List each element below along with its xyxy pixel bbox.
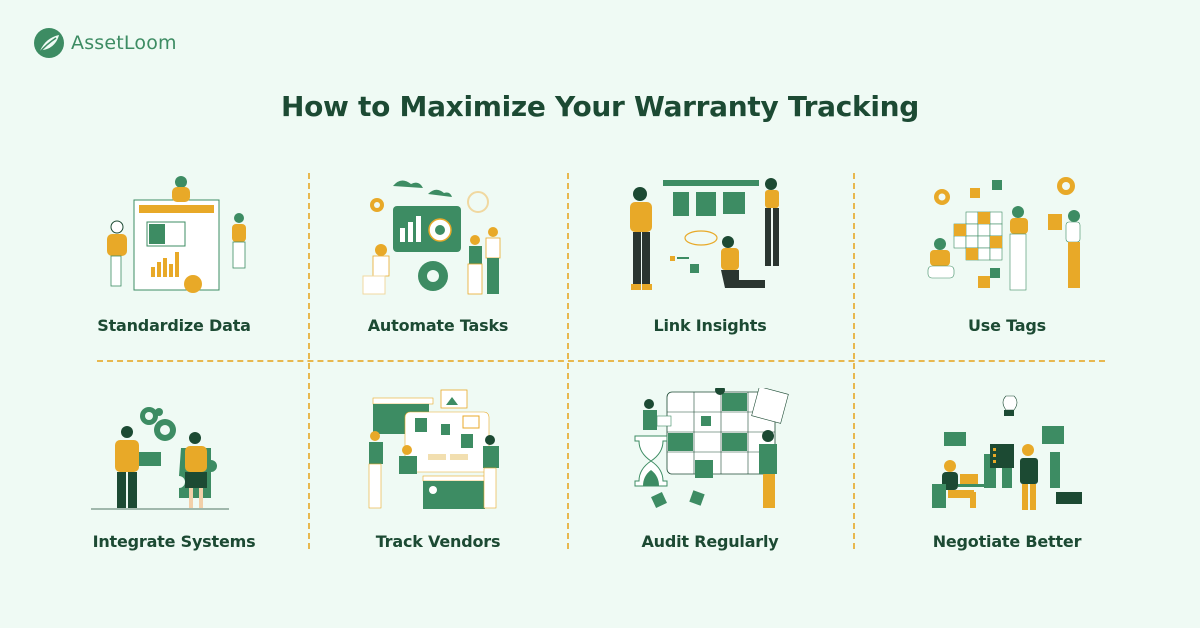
tip-card-track-vendors: Track Vendors bbox=[353, 388, 523, 551]
tip-label: Integrate Systems bbox=[92, 532, 256, 551]
brand-name: AssetLoom bbox=[71, 32, 177, 54]
tip-card-integrate-systems: Integrate Systems bbox=[89, 388, 259, 551]
tip-card-automate-tasks: Automate Tasks bbox=[353, 172, 523, 335]
tip-label: Automate Tasks bbox=[367, 316, 509, 335]
tip-label: Standardize Data bbox=[97, 316, 251, 335]
gears-dashboard-automation-illustration bbox=[362, 180, 501, 295]
leaf-logo-icon bbox=[34, 28, 64, 58]
tip-label: Link Insights bbox=[653, 316, 767, 335]
brand-logo: AssetLoom bbox=[34, 28, 177, 58]
horizontal-divider bbox=[97, 360, 1105, 362]
puzzle-gears-integration-illustration bbox=[91, 407, 229, 510]
tip-label: Audit Regularly bbox=[641, 532, 779, 551]
tip-label: Negotiate Better bbox=[932, 532, 1082, 551]
tip-card-audit-regularly: Audit Regularly bbox=[625, 388, 795, 551]
tip-label: Track Vendors bbox=[375, 532, 501, 551]
page-title: How to Maximize Your Warranty Tracking bbox=[280, 90, 920, 123]
grid-tiles-tagging-illustration bbox=[927, 177, 1081, 291]
tip-card-negotiate-better: Negotiate Better bbox=[922, 388, 1092, 551]
tip-card-link-insights: Link Insights bbox=[625, 172, 795, 335]
team-organizing-charts-illustration bbox=[107, 176, 246, 293]
tip-card-standardize-data: Standardize Data bbox=[89, 172, 259, 335]
meeting-bar-chart-illustration bbox=[932, 395, 1082, 510]
tip-card-use-tags: Use Tags bbox=[922, 172, 1092, 335]
tip-label: Use Tags bbox=[968, 316, 1046, 335]
team-connecting-cards-illustration bbox=[630, 178, 779, 290]
sticky-notes-board-illustration bbox=[368, 389, 499, 509]
calendar-hourglass-audit-illustration bbox=[634, 388, 789, 508]
